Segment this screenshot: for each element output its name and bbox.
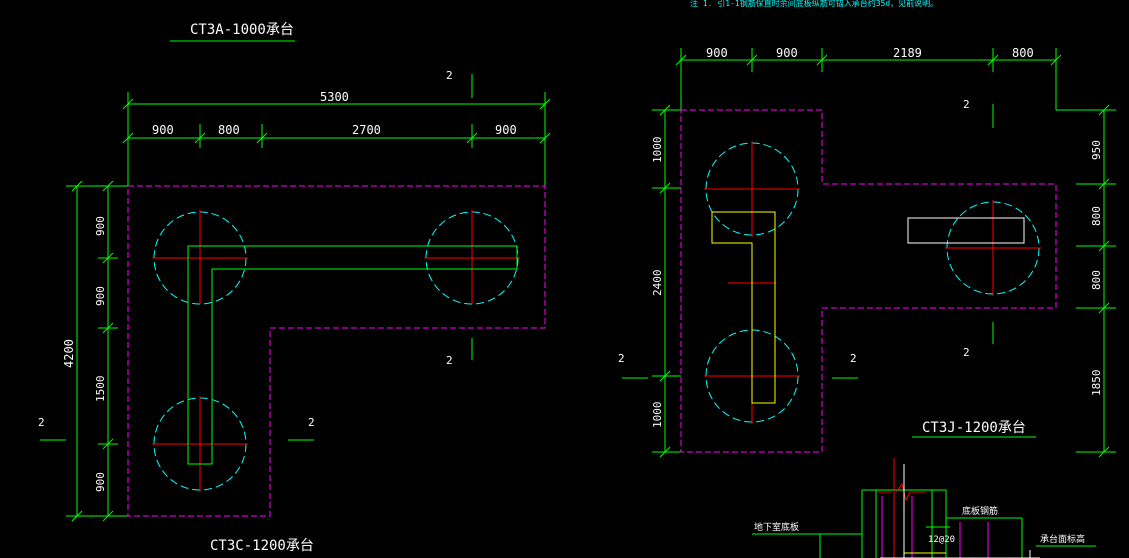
- rdim-top-0: 900: [706, 46, 728, 60]
- dim-top-2: 2700: [352, 123, 381, 137]
- rdim-top-2: 2189: [893, 46, 922, 60]
- rdim-top-3: 800: [1012, 46, 1034, 60]
- cap-outline-right: [680, 109, 1057, 453]
- left-drawing: CT3A-1000承台 CT3C-1200承台 5300 900 800 270…: [38, 22, 551, 554]
- left-side-dimensions: [66, 180, 128, 522]
- section-marks-left: [40, 74, 473, 441]
- pile-group-left: [153, 211, 519, 491]
- dim-top-total: 5300: [320, 90, 349, 104]
- dim-top-3: 900: [495, 123, 517, 137]
- dim-left-3: 900: [94, 472, 107, 492]
- section-mark-1: 2: [446, 69, 453, 82]
- beam-strip-left: [187, 245, 518, 465]
- rdim-top-1: 900: [776, 46, 798, 60]
- rdim-right-3: 1850: [1090, 370, 1103, 397]
- right-drawing: 900 900 2189 800 1000 2400 1000: [618, 46, 1116, 458]
- centerlines-right: [704, 141, 1041, 424]
- title-ct3a: CT3A-1000承台: [190, 22, 294, 38]
- beam-stub-right: [907, 217, 1025, 244]
- dim-left-1: 900: [94, 286, 107, 306]
- title-ct3c: CT3C-1200承台: [210, 538, 314, 554]
- rsection-mark-4: 2: [850, 352, 857, 365]
- centerlines-left: [152, 210, 520, 492]
- rdim-left-1: 2400: [651, 270, 664, 297]
- dim-top-0: 900: [152, 123, 174, 137]
- dim-left-total: 4200: [62, 339, 76, 368]
- rsection-mark-2: 2: [963, 346, 970, 359]
- right-left-dimensions: [652, 104, 681, 458]
- rsection-mark-3: 2: [618, 352, 625, 365]
- label-bottom-rebar: 底板钢筋: [962, 505, 998, 517]
- rdim-left-2: 1000: [651, 402, 664, 429]
- dim-top-1: 800: [218, 123, 240, 137]
- dim-left-2: 1500: [94, 376, 107, 403]
- left-top-dimensions: [122, 92, 551, 186]
- right-right-dimensions: [1056, 104, 1116, 458]
- rdim-left-0: 1000: [651, 137, 664, 164]
- section-mark-4: 2: [308, 416, 315, 429]
- section-detail: 地下室底板 底板钢筋 12@20 承台面标高: [752, 458, 1096, 558]
- cap-outline-left: [127, 185, 546, 517]
- label-basement-slab: 地下室底板: [754, 521, 799, 533]
- section-marks-right: [622, 104, 994, 379]
- beam-strip-right: [711, 211, 776, 404]
- rdim-right-2: 800: [1090, 270, 1103, 290]
- top-note: 注 1. 引1-1钢筋保直时余间底板纵筋可锚入承台约35d，见前说明。: [690, 0, 938, 8]
- label-rebar-spacing: 12@20: [928, 535, 955, 545]
- label-cap-elevation: 承台面标高: [1040, 533, 1085, 545]
- right-top-dimensions: [675, 48, 1062, 110]
- rdim-right-1: 800: [1090, 206, 1103, 226]
- title-ct3j: CT3J-1200承台: [922, 420, 1026, 436]
- section-mark-3: 2: [38, 416, 45, 429]
- dim-left-0: 900: [94, 216, 107, 236]
- section-mark-2: 2: [446, 354, 453, 367]
- rsection-mark-1: 2: [963, 98, 970, 111]
- rdim-right-0: 950: [1090, 140, 1103, 160]
